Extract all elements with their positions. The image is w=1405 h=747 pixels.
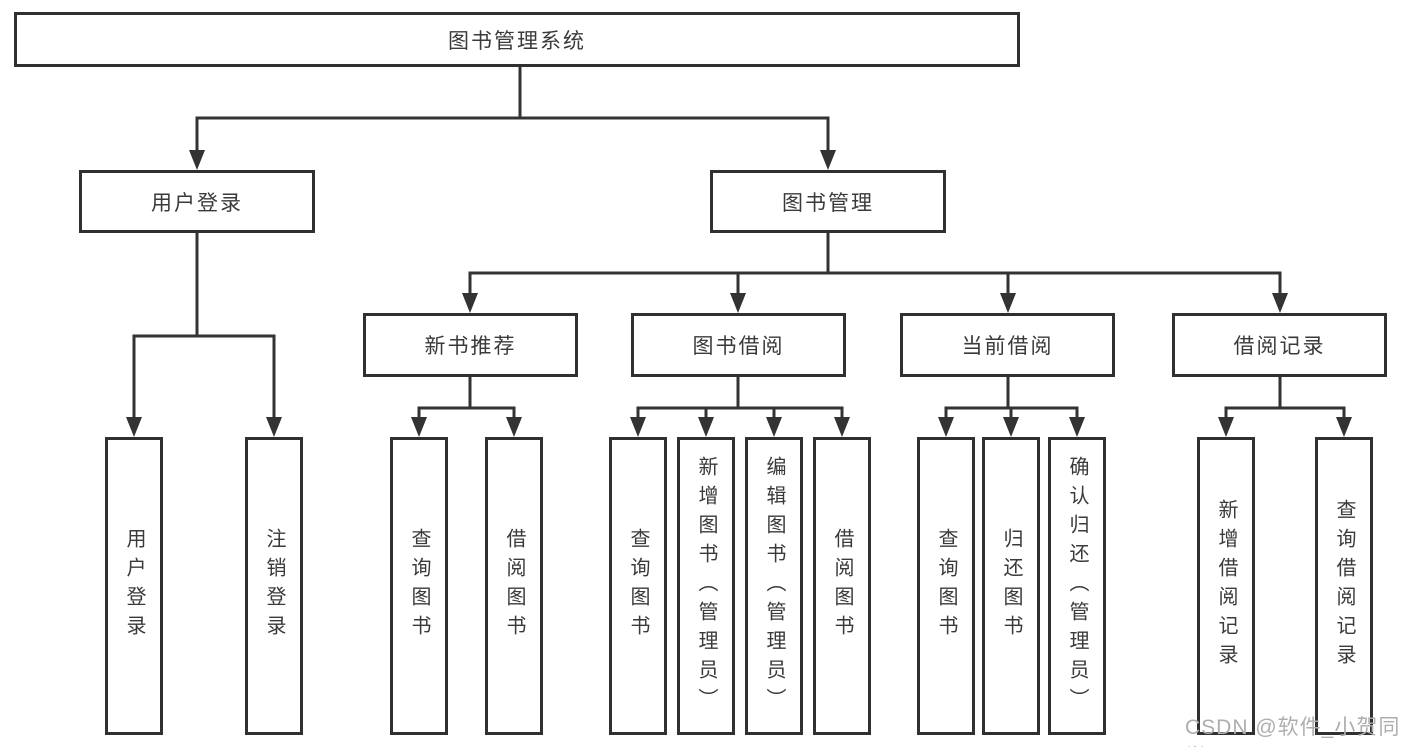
leaf-borrow-edit-books-admin: 编辑图书（管理员） [745,437,803,735]
connector-borrow-record-branch [1224,377,1346,419]
connector-new-book-branch [417,377,516,419]
leaf-newbook-query-books: 查询图书 [390,437,448,735]
leaf-current-confirm-return-admin: 确认归还（管理员） [1048,437,1106,735]
connector-user-login-branch [132,233,276,419]
leaf-user-login: 用户登录 [105,437,163,735]
leaf-record-add-record: 新增借阅记录 [1197,437,1255,735]
connector-current-borrow-branch [944,377,1079,419]
leaf-newbook-borrow-books: 借阅图书 [485,437,543,735]
connector-root-to-level2 [195,67,830,152]
connector-book-borrow-branch [636,377,844,419]
leaf-current-query-books: 查询图书 [917,437,975,735]
arrowheads-level2 [189,150,836,170]
csdn-watermark: CSDN @软件_小贺同学 [1185,716,1401,747]
arrowheads-borrow-record [1218,417,1352,437]
node-borrow-records: 借阅记录 [1172,313,1387,377]
arrowheads-new-book [411,417,522,437]
leaf-logout: 注销登录 [245,437,303,735]
arrowheads-user-login [126,417,282,437]
arrowheads-level3 [462,293,1288,313]
leaf-borrow-add-books-admin: 新增图书（管理员） [677,437,735,735]
leaf-borrow-query-books: 查询图书 [609,437,667,735]
leaf-current-return-books: 归还图书 [982,437,1040,735]
node-system-root: 图书管理系统 [14,12,1020,67]
connector-book-management-branch [468,233,1282,295]
node-current-borrow: 当前借阅 [900,313,1115,377]
leaf-borrow-borrow-books: 借阅图书 [813,437,871,735]
arrowheads-current-borrow [938,417,1085,437]
node-book-borrow: 图书借阅 [631,313,846,377]
node-book-management: 图书管理 [710,170,946,233]
node-user-login: 用户登录 [79,170,315,233]
node-new-book-recommend: 新书推荐 [363,313,578,377]
leaf-record-query-record: 查询借阅记录 [1315,437,1373,735]
arrowheads-book-borrow [630,417,850,437]
